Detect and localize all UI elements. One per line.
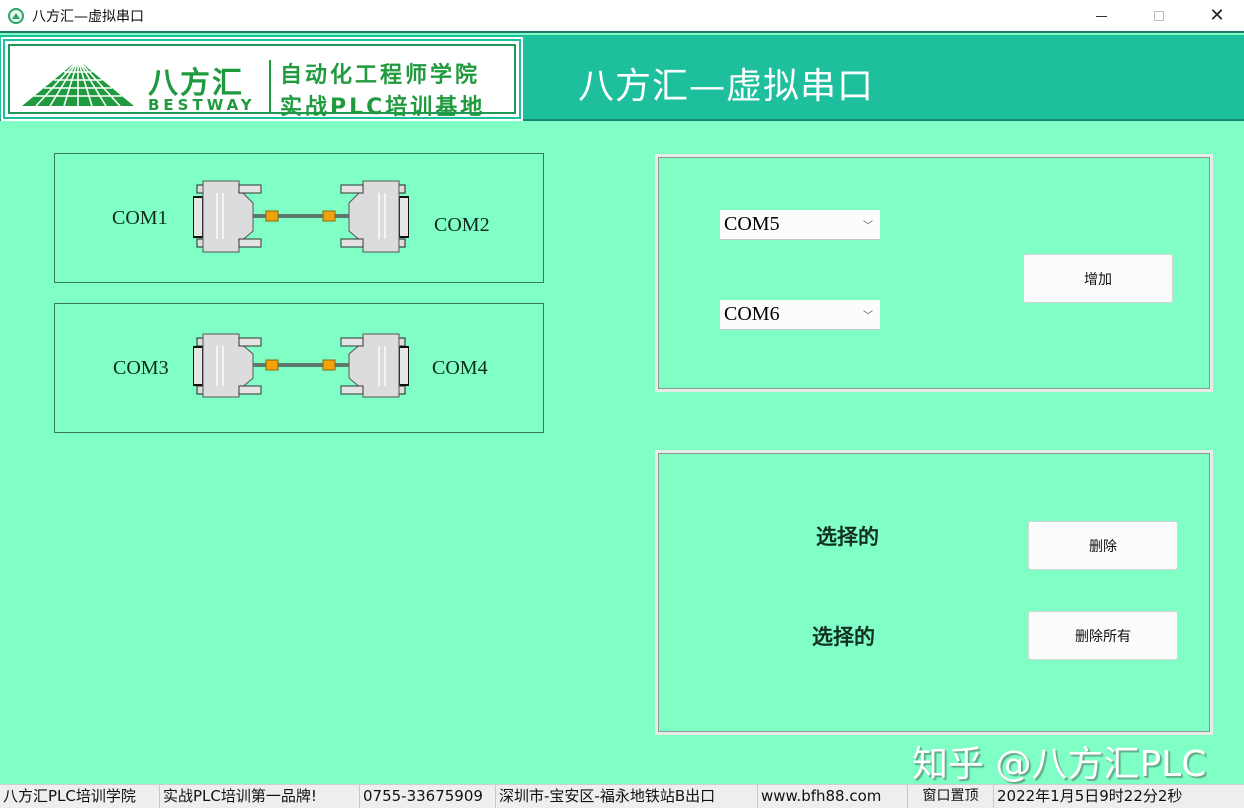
window-pin-button[interactable]: 窗口置顶 bbox=[908, 785, 994, 808]
brand-logo: 八方汇 BESTWAY 自动化工程师学院 实战PLC培训基地 bbox=[1, 37, 523, 121]
port-right-label: COM4 bbox=[432, 357, 488, 379]
port-left-label: COM3 bbox=[113, 357, 169, 379]
status-website[interactable]: www.bfh88.com bbox=[758, 785, 908, 808]
title-bar: 八方汇—虚拟串口 ✕ bbox=[0, 0, 1244, 33]
serial-cable-icon bbox=[193, 333, 409, 398]
brand-slogan-line1: 自动化工程师学院 bbox=[280, 63, 481, 88]
port-b-select[interactable]: COM6 ﹀ bbox=[720, 300, 880, 330]
port-a-select[interactable]: COM5 ﹀ bbox=[720, 210, 880, 240]
close-icon: ✕ bbox=[1209, 5, 1225, 26]
brand-name-en: BESTWAY bbox=[148, 96, 256, 114]
port-right-label: COM2 bbox=[434, 214, 490, 236]
status-school: 八方汇PLC培训学院 bbox=[0, 785, 160, 808]
pyramid-logo-icon bbox=[22, 60, 134, 107]
app-logo-icon bbox=[8, 8, 24, 24]
delete-pair-panel: 选择的 删除 选择的 删除所有 bbox=[655, 450, 1213, 735]
watermark: 知乎 @八方汇PLC bbox=[912, 744, 1207, 785]
port-a-value: COM5 bbox=[724, 213, 780, 235]
port-b-value: COM6 bbox=[724, 303, 780, 325]
brand-slogan-line2: 实战PLC培训基地 bbox=[280, 95, 486, 120]
add-pair-panel: COM5 ﹀ COM6 ﹀ 增加 bbox=[655, 154, 1213, 392]
port-pair-panel-2[interactable]: COM3 COM4 bbox=[54, 303, 544, 433]
maximize-icon bbox=[1154, 11, 1164, 21]
delete-all-button[interactable]: 删除所有 bbox=[1028, 611, 1178, 660]
selected-all-label: 选择的 bbox=[812, 624, 875, 649]
serial-cable-icon bbox=[193, 180, 409, 253]
brand-divider bbox=[269, 60, 271, 112]
delete-button[interactable]: 删除 bbox=[1028, 521, 1178, 570]
status-address: 深圳市-宝安区-福永地铁站B出口 bbox=[496, 785, 758, 808]
brand-name-cn: 八方汇 bbox=[148, 66, 244, 101]
header-banner: 八方汇 BESTWAY 自动化工程师学院 实战PLC培训基地 八方汇—虚拟串口 bbox=[0, 35, 1244, 121]
status-phone: 0755-33675909 bbox=[360, 785, 496, 808]
status-datetime: 2022年1月5日9时22分2秒 bbox=[997, 787, 1183, 805]
selected-pair-label: 选择的 bbox=[816, 524, 879, 549]
logo-frame: 八方汇 BESTWAY 自动化工程师学院 实战PLC培训基地 bbox=[8, 44, 516, 120]
window-title: 八方汇—虚拟串口 bbox=[32, 9, 144, 25]
page-title: 八方汇—虚拟串口 bbox=[578, 66, 875, 107]
port-pair-panel-1[interactable]: COM1 COM2 bbox=[54, 153, 544, 283]
close-button[interactable]: ✕ bbox=[1188, 0, 1244, 32]
status-slogan: 实战PLC培训第一品牌! bbox=[160, 785, 360, 808]
chevron-down-icon[interactable]: ﹀ bbox=[863, 311, 873, 322]
chevron-down-icon[interactable]: ﹀ bbox=[863, 221, 873, 232]
minimize-button[interactable] bbox=[1072, 0, 1130, 32]
status-bar: 八方汇PLC培训学院 实战PLC培训第一品牌! 0755-33675909 深圳… bbox=[0, 784, 1244, 808]
port-left-label: COM1 bbox=[112, 207, 168, 229]
add-button[interactable]: 增加 bbox=[1023, 254, 1173, 303]
maximize-button[interactable] bbox=[1130, 0, 1188, 32]
minimize-icon bbox=[1095, 15, 1107, 17]
